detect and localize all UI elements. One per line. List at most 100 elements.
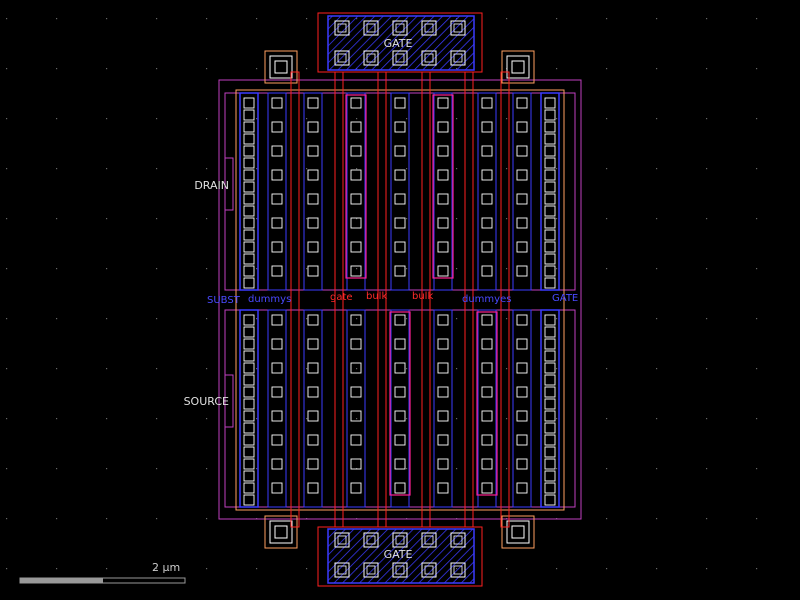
contact-square-icon	[269, 55, 293, 79]
grid-dot	[606, 268, 608, 270]
grid-dot	[656, 368, 658, 370]
contact-square-icon	[481, 434, 493, 446]
contact-square-icon	[421, 532, 437, 548]
contact-square-icon	[271, 193, 283, 205]
contact-square-icon	[544, 277, 556, 289]
gate-top-contacts	[334, 20, 466, 66]
corner-taps	[264, 50, 535, 549]
grid-dot	[56, 18, 58, 20]
contact-square-icon	[394, 458, 406, 470]
grid-dot	[256, 168, 258, 170]
metal2-strip	[432, 94, 454, 279]
tap-cell	[264, 515, 298, 549]
grid-dot	[756, 318, 758, 320]
contact-square-icon	[271, 338, 283, 350]
metal-strip	[477, 92, 497, 291]
grid-dot	[606, 18, 608, 20]
contact-square-icon	[243, 217, 255, 229]
contact-square-icon	[271, 434, 283, 446]
contact-square-icon	[243, 338, 255, 350]
grid-dot	[6, 68, 8, 70]
contact-square-icon	[334, 50, 350, 66]
gate-top-label: GATE	[384, 37, 413, 50]
grid-dot	[206, 168, 208, 170]
source-pin[interactable]	[224, 374, 234, 428]
contact-square-icon	[516, 482, 528, 494]
metal2-strip	[389, 311, 411, 496]
contact-square-icon	[363, 50, 379, 66]
grid-dot	[506, 218, 508, 220]
contact-square-icon	[516, 265, 528, 277]
contact-square-icon	[307, 338, 319, 350]
contact-square-icon	[544, 229, 556, 241]
grid-dot	[606, 518, 608, 520]
via-square-icon	[395, 565, 405, 575]
grid-dot	[306, 18, 308, 20]
grid-dot	[456, 368, 458, 370]
contact-square-icon	[243, 265, 255, 277]
contact-square-icon	[544, 374, 556, 386]
contact-square-icon	[307, 241, 319, 253]
overlap-label-1: dummys	[248, 294, 291, 305]
grid-dot	[756, 468, 758, 470]
grid-dot	[106, 68, 108, 70]
grid-dot	[106, 468, 108, 470]
contact-square-icon	[307, 145, 319, 157]
drain-pin[interactable]	[224, 157, 234, 211]
metal-strip	[239, 92, 259, 291]
gate-pad-top-metal[interactable]	[327, 15, 475, 71]
gate-bottom-contacts	[334, 532, 466, 578]
metal-strip	[267, 92, 287, 291]
grid-dot	[56, 318, 58, 320]
contact-square-icon	[437, 145, 449, 157]
grid-dot	[206, 18, 208, 20]
grid-dot	[506, 168, 508, 170]
contact-square-icon	[421, 562, 437, 578]
grid-dot	[306, 468, 308, 470]
grid-dot	[606, 118, 608, 120]
grid-dot	[306, 568, 308, 570]
grid-dot	[406, 318, 408, 320]
grid-dot	[656, 518, 658, 520]
grid-dot	[456, 468, 458, 470]
grid-dot	[56, 118, 58, 120]
grid-dot	[506, 318, 508, 320]
via-square-icon	[453, 535, 463, 545]
contact-square-icon	[350, 338, 362, 350]
grid-dot	[156, 368, 158, 370]
grid-dot	[306, 318, 308, 320]
grid-dot	[456, 168, 458, 170]
contact-square-icon	[450, 532, 466, 548]
contact-square-icon	[243, 470, 255, 482]
metal2-strip	[345, 94, 367, 279]
contact-square-icon	[544, 145, 556, 157]
grid-dot	[756, 518, 758, 520]
grid-dot	[6, 368, 8, 370]
transistor-fingers	[239, 71, 560, 528]
grid-dot	[656, 118, 658, 120]
grid-dot	[756, 418, 758, 420]
via-square-icon	[395, 53, 405, 63]
contact-square-icon	[350, 434, 362, 446]
active-area	[235, 89, 565, 511]
contact-square-icon	[394, 145, 406, 157]
grid-dot	[756, 18, 758, 20]
grid-dot	[656, 318, 658, 320]
contact-square-icon	[271, 241, 283, 253]
contact-square-icon	[544, 494, 556, 506]
grid-dot	[356, 218, 358, 220]
contact-square-icon	[394, 410, 406, 422]
contact-square-icon	[271, 482, 283, 494]
grid-dot	[106, 318, 108, 320]
via-square-icon	[424, 535, 434, 545]
grid-dot	[706, 18, 708, 20]
contact-square-icon	[271, 386, 283, 398]
tap-cell	[501, 50, 535, 84]
contact-square-icon	[437, 169, 449, 181]
grid-dot	[356, 318, 358, 320]
contact-square-icon	[506, 55, 530, 79]
grid-dot	[556, 568, 558, 570]
contact-square-icon	[271, 265, 283, 277]
grid-dot	[306, 168, 308, 170]
contact-square-icon	[243, 229, 255, 241]
